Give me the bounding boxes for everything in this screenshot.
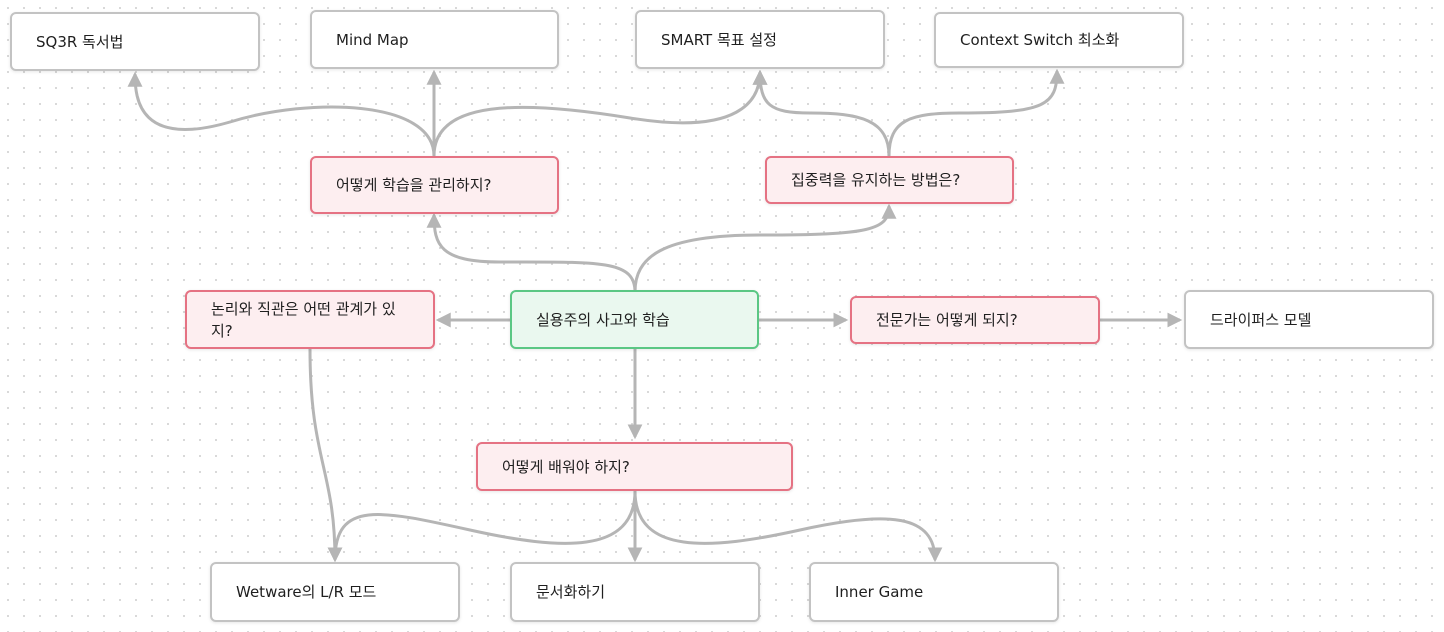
node-context-switch[interactable]: Context Switch 최소화	[934, 12, 1184, 68]
node-label: 집중력을 유지하는 방법은?	[791, 171, 961, 189]
node-how-to-learn[interactable]: 어떻게 배워야 하지?	[476, 442, 793, 491]
node-label: Mind Map	[336, 30, 409, 49]
node-sq3r-reading[interactable]: SQ3R 독서법	[10, 12, 260, 71]
node-label: 드라이퍼스 모델	[1210, 310, 1312, 329]
node-inner-game[interactable]: Inner Game	[809, 562, 1059, 622]
edge-manage-to-smart	[432, 69, 768, 157]
node-label: SQ3R 독서법	[36, 32, 124, 51]
edge-manage-to-sq3r	[127, 71, 436, 157]
edge-learn-to-wetware	[327, 490, 637, 563]
edge-focus-to-context	[887, 68, 1065, 157]
node-label: 논리와 직관은 어떤 관계가 있지?	[211, 299, 396, 340]
node-label: Wetware의 L/R 모드	[236, 583, 377, 601]
node-label: Context Switch 최소화	[960, 31, 1120, 49]
edge-root-to-manage	[426, 212, 637, 293]
node-smart-goal[interactable]: SMART 목표 설정	[635, 10, 885, 69]
node-label: Inner Game	[835, 583, 924, 601]
edge-root-to-focus	[633, 203, 897, 293]
node-label: 전문가는 어떻게 되지?	[876, 311, 1018, 329]
node-logic-and-intuition[interactable]: 논리와 직관은 어떤 관계가 있지?	[185, 290, 435, 349]
edge-logic-to-wetware	[308, 348, 343, 563]
node-label: 실용주의 사고와 학습	[536, 310, 670, 329]
node-mind-map[interactable]: Mind Map	[310, 10, 559, 69]
node-label: 문서화하기	[536, 583, 606, 601]
node-root-pragmatic-thinking[interactable]: 실용주의 사고와 학습	[510, 290, 759, 349]
node-label: 어떻게 배워야 하지?	[502, 457, 630, 476]
node-label: SMART 목표 설정	[661, 30, 777, 49]
edge-learn-to-inner	[633, 490, 943, 563]
edge-focus-to-smart	[752, 69, 891, 157]
node-how-to-become-expert[interactable]: 전문가는 어떻게 되지?	[850, 296, 1100, 344]
node-how-to-keep-focus[interactable]: 집중력을 유지하는 방법은?	[765, 156, 1014, 204]
node-label: 어떻게 학습을 관리하지?	[336, 176, 492, 194]
node-dreyfus-model[interactable]: 드라이퍼스 모델	[1184, 290, 1434, 349]
node-documentation[interactable]: 문서화하기	[510, 562, 760, 622]
node-wetware-lr-mode[interactable]: Wetware의 L/R 모드	[210, 562, 460, 622]
node-how-to-manage-learning[interactable]: 어떻게 학습을 관리하지?	[310, 156, 559, 214]
